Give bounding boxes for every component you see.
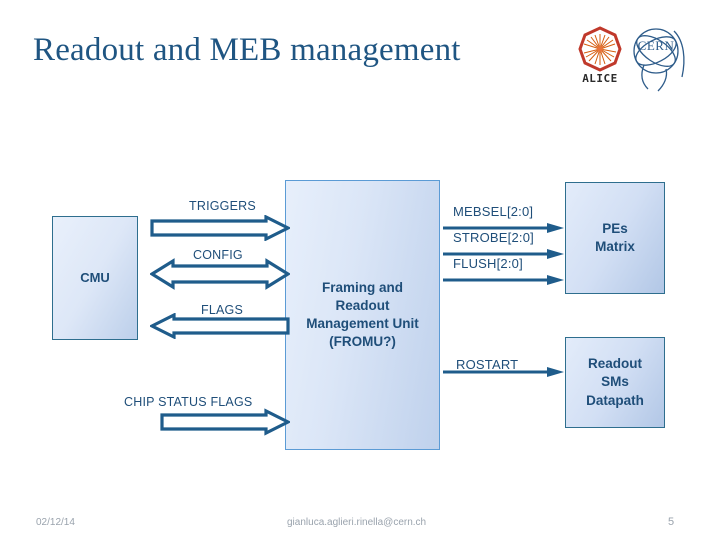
box-fromu-line-4: (FROMU?): [329, 334, 396, 350]
box-fromu-line-1: Framing and: [321, 279, 403, 295]
arrow-flags-label: FLAGS: [201, 303, 243, 317]
box-fromu-label: Framing and Readout Management Unit (FRO…: [306, 279, 419, 352]
box-readout-line-2: SMs: [601, 374, 629, 390]
arrow-mebsel-label: MEBSEL[2:0]: [453, 204, 534, 219]
arrow-chip-status-flags: [160, 408, 290, 436]
box-cmu[interactable]: CMU: [52, 216, 138, 340]
alice-logo-wordmark: ALICE: [582, 72, 618, 85]
arrow-config-label: CONFIG: [193, 248, 243, 262]
arrow-strobe-label: STROBE[2:0]: [453, 230, 534, 245]
box-fromu[interactable]: Framing and Readout Management Unit (FRO…: [285, 180, 440, 450]
box-pes-matrix-label: PEs Matrix: [595, 220, 635, 256]
cern-logo: CERN: [626, 25, 692, 93]
svg-text:CERN: CERN: [638, 38, 675, 53]
arrow-triggers: [150, 215, 290, 241]
footer-email: gianluca.aglieri.rinella@cern.ch: [287, 517, 427, 528]
logo-group: ALICE CERN: [572, 25, 692, 95]
box-pes-line-2: Matrix: [595, 239, 635, 254]
arrow-chip-status-flags-label: CHIP STATUS FLAGS: [124, 395, 253, 409]
box-cmu-label: CMU: [80, 270, 110, 286]
box-readout-line-1: Readout: [587, 356, 642, 372]
box-pes-matrix[interactable]: PEs Matrix: [565, 182, 665, 294]
arrow-strobe: [443, 248, 565, 260]
alice-logo: ALICE: [572, 25, 628, 93]
box-readout-line-3: Datapath: [586, 392, 644, 408]
box-pes-line-1: PEs: [602, 220, 628, 236]
box-readout-sms-datapath[interactable]: Readout SMs Datapath: [565, 337, 665, 428]
arrow-flags: [150, 313, 290, 339]
arrow-mebsel: [443, 222, 565, 234]
arrow-triggers-label: TRIGGERS: [189, 199, 256, 213]
arrow-config: [150, 253, 290, 295]
arrow-rostart-label: ROSTART: [456, 357, 519, 372]
box-fromu-line-2: Readout: [335, 297, 390, 313]
box-fromu-line-3: Management Unit: [306, 316, 419, 331]
arrow-flush: [443, 274, 565, 286]
page-title: Readout and MEB management: [33, 32, 461, 68]
box-readout-sms-datapath-label: Readout SMs Datapath: [586, 355, 644, 410]
footer-page-number: 5: [668, 516, 675, 528]
footer-date: 02/12/14: [36, 517, 75, 528]
arrow-flush-label: FLUSH[2:0]: [453, 256, 523, 271]
arrow-rostart: [443, 366, 565, 378]
